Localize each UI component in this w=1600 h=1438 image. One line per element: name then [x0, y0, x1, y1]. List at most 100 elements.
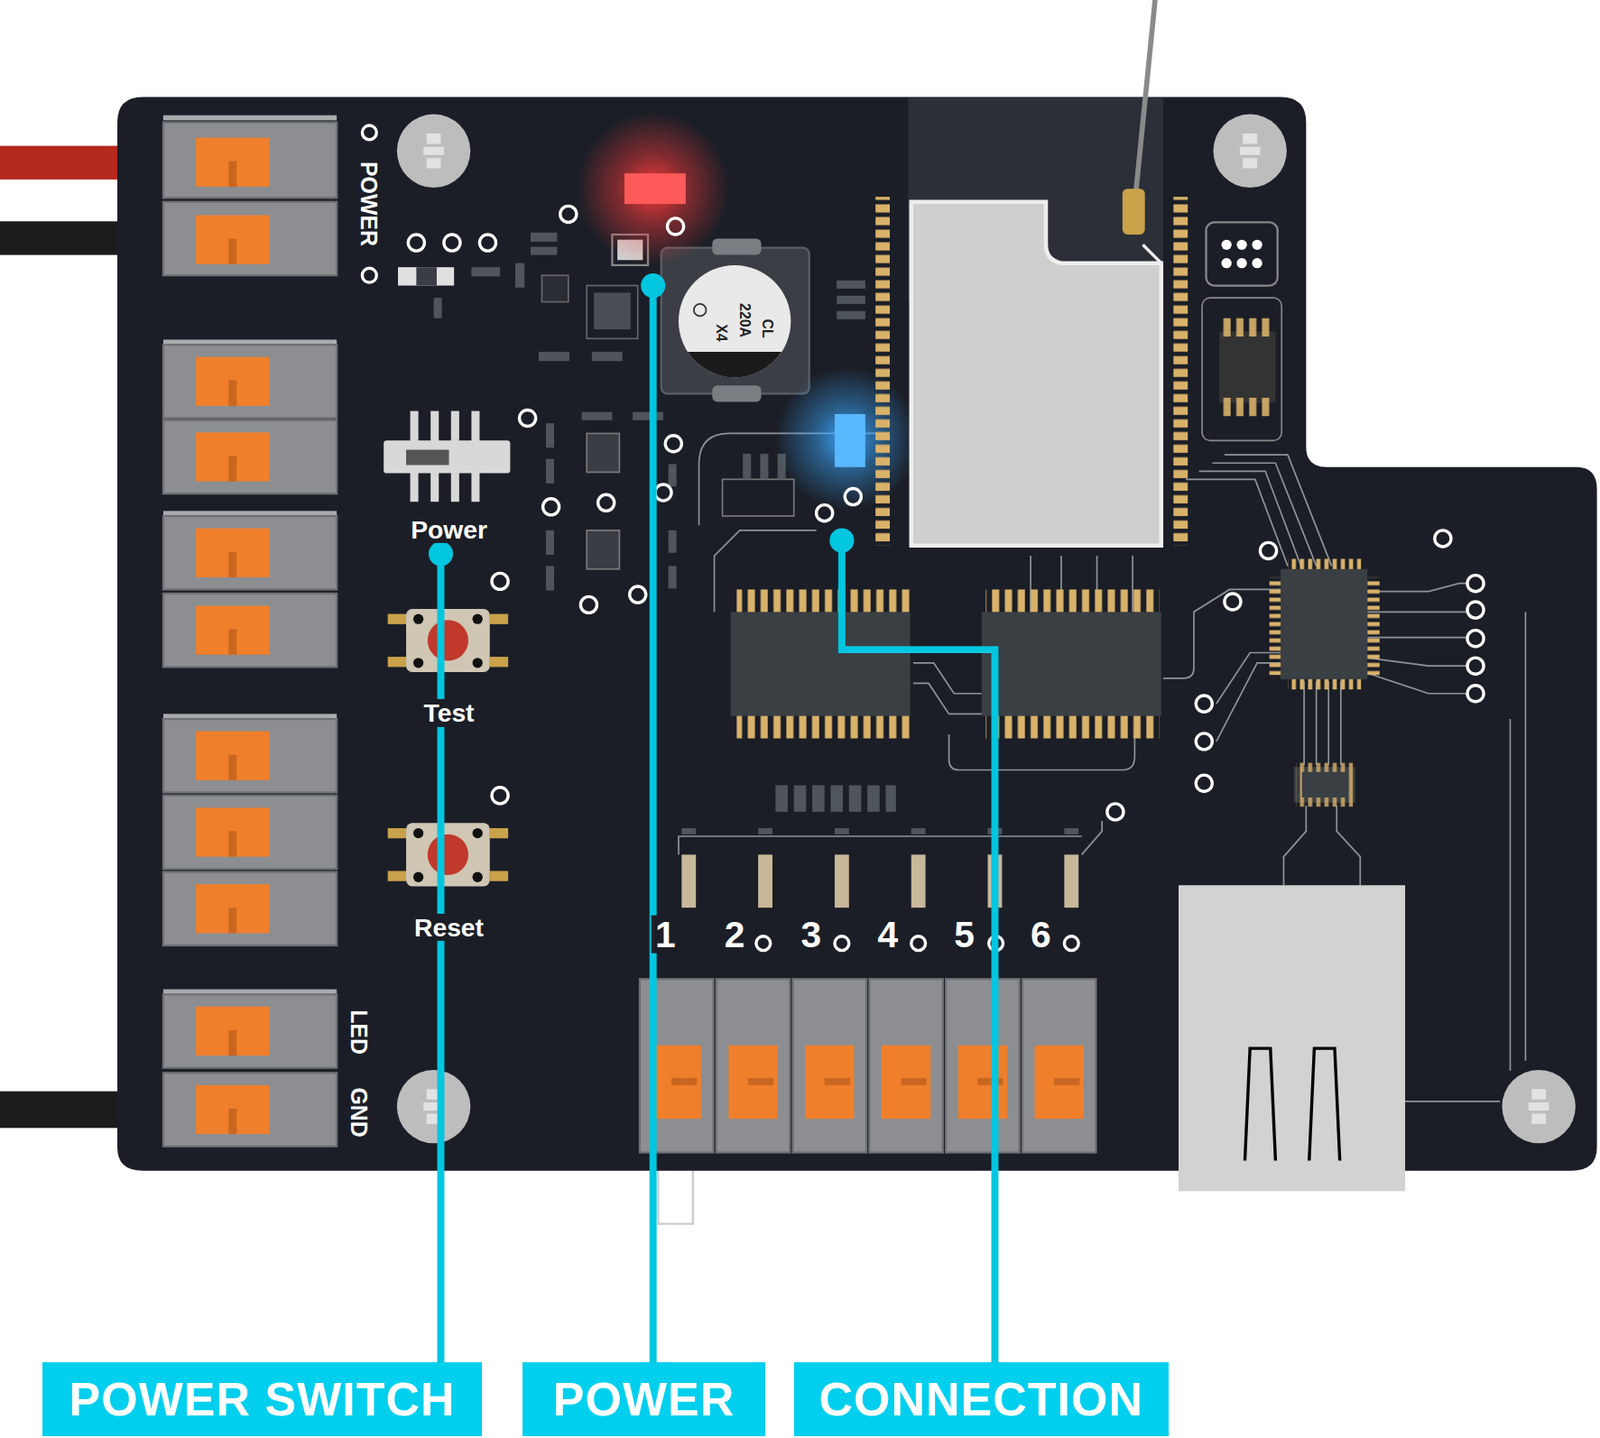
vias-part — [443, 234, 461, 251]
wireless-module-part — [1173, 196, 1188, 546]
smd-parts-part — [591, 351, 623, 361]
traces-part — [1367, 583, 1468, 694]
screw-holes-part — [397, 1070, 471, 1144]
terminal-blocks-part-part — [195, 606, 269, 656]
smd-parts-part — [911, 828, 926, 835]
smd-parts-part — [632, 412, 664, 421]
push-buttons-part — [388, 656, 407, 667]
header-and-dip-part-part — [1220, 258, 1231, 269]
driver-chips-part — [985, 589, 1159, 614]
smd-parts-part — [836, 280, 866, 289]
led-indicators-part — [624, 173, 686, 204]
led-indicators-part — [775, 367, 918, 510]
terminal-blocks-part-part — [163, 122, 337, 199]
slide-switch-part — [430, 411, 439, 443]
leader-lines-part — [640, 273, 666, 298]
wireless-module-part — [1134, 0, 1156, 204]
terminal-blocks-part-part — [671, 1078, 697, 1086]
smd-parts-part — [775, 785, 788, 812]
vias-part — [655, 484, 672, 501]
screw-holes-part — [1239, 133, 1261, 168]
terminal-blocks-part-part — [228, 552, 237, 578]
vias-part — [560, 205, 577, 222]
screw-holes-part — [1501, 1070, 1575, 1144]
vias — [361, 125, 1484, 952]
screw-holes-part — [1212, 114, 1286, 188]
driver-chips-part — [1367, 577, 1380, 676]
wireless-module-part — [1142, 244, 1161, 263]
vias-part — [834, 936, 850, 952]
switch-label: Power — [406, 516, 491, 544]
terminal-blocks-part-part — [163, 593, 337, 667]
terminal-blocks-part-part — [793, 979, 867, 1153]
terminal-blocks-part-part — [228, 380, 237, 407]
vias-part — [361, 125, 377, 140]
capacitor-part — [687, 351, 782, 378]
capacitor-marking: CL — [759, 319, 775, 339]
push-buttons-part — [472, 872, 483, 883]
push-buttons-part — [490, 828, 509, 839]
smd-parts-part — [434, 297, 443, 319]
terminal-blocks-part-part — [163, 994, 337, 1068]
driver-chips-part — [1295, 763, 1353, 808]
terminal-blocks-part-part — [748, 1078, 774, 1086]
channel-number: 6 — [1026, 915, 1055, 954]
terminal-label: LED — [347, 1006, 372, 1059]
slide-switch-part — [451, 471, 460, 502]
smd-parts-part — [759, 453, 768, 480]
push-buttons-part — [472, 657, 483, 668]
driver-chips-part — [730, 611, 911, 716]
vias-part — [1467, 630, 1484, 648]
callout-text: CONNECTION — [818, 1376, 1144, 1424]
traces-part — [1185, 454, 1332, 566]
vias-part — [1195, 695, 1212, 713]
slide-switch-part — [410, 411, 419, 443]
leader-lines-part — [649, 286, 657, 1364]
terminal-blocks-part-part — [163, 795, 337, 870]
vias-part — [407, 234, 425, 251]
terminal-blocks-part-part — [195, 215, 269, 265]
channel-number: 5 — [950, 915, 979, 954]
capacitor-part — [661, 248, 810, 395]
vias-part — [580, 596, 597, 613]
led-indicators-part — [834, 414, 866, 468]
terminal-blocks-part-part — [1022, 979, 1096, 1153]
smd-parts-part — [836, 311, 866, 320]
leader-lines-part — [437, 554, 445, 1363]
channel-number: 4 — [873, 915, 902, 954]
smd-parts-part — [397, 267, 454, 286]
terminal-blocks-part-part — [900, 1078, 926, 1086]
channel-number: 3 — [797, 915, 826, 954]
driver-chips-part — [1302, 772, 1348, 798]
wireless-module-part — [1122, 188, 1146, 235]
traces-part — [913, 663, 982, 694]
vias-part — [1467, 685, 1484, 703]
vias-part — [479, 234, 496, 251]
led-indicators-part — [576, 111, 731, 266]
callout-text: POWER — [553, 1376, 735, 1424]
capacitor-part — [712, 239, 761, 256]
terminal-blocks-part-part — [228, 629, 237, 656]
terminal-blocks-part-part — [881, 1045, 931, 1120]
terminal-blocks-part-part — [228, 907, 237, 934]
header-and-dip-part — [1202, 297, 1282, 441]
terminal-blocks-part-part — [163, 420, 337, 494]
smd-parts-part — [1063, 828, 1079, 835]
smd-parts-part — [586, 286, 639, 340]
smd-parts-part — [836, 295, 866, 305]
capacitor-marking: X4 — [714, 323, 730, 342]
traces-part — [1163, 589, 1281, 678]
header-and-dip-part — [1219, 336, 1276, 398]
screw-holes-part — [1528, 1089, 1550, 1124]
header-and-dip-part-part — [1236, 240, 1247, 250]
terminal-blocks-part-part — [869, 979, 943, 1153]
push-buttons-part — [413, 614, 424, 625]
leader-lines-part — [428, 541, 454, 566]
terminal-blocks-part-part — [977, 1078, 1003, 1086]
vias-part — [629, 586, 647, 603]
slide-switch-part — [406, 450, 449, 466]
terminal-blocks-part-part — [195, 528, 269, 578]
smd-parts-part — [742, 453, 751, 480]
